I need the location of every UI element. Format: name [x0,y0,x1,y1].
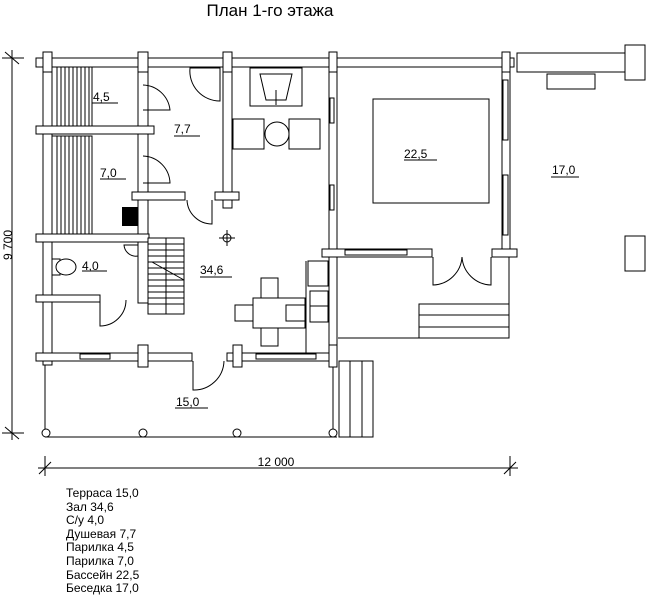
pool [372,98,490,204]
room-label-gazebo: 17,0 [552,163,576,177]
legend-item: Зал 34,6 [66,499,114,514]
room-label-sauna-2: 7,0 [100,166,117,180]
furniture [51,67,329,353]
dimension-vertical: 9 700 [1,50,24,440]
steps [338,253,510,438]
room-label-pool: 22,5 [404,147,428,161]
legend-item: Терраса 15,0 [66,486,139,500]
height-dimension: 9 700 [1,230,15,260]
plan-title: План 1-го этажа [206,1,334,20]
room-label-shower: 7,7 [174,122,191,136]
terrace [41,365,338,438]
legend-item: С/у 4,0 [66,513,105,528]
room-label-hall: 34,6 [200,263,224,277]
shower-cabin-icon [189,67,221,102]
doors [99,84,492,391]
sink-icon [123,244,139,257]
stove-icon [122,207,138,226]
toilet-icon [55,258,77,276]
room-label-terrace: 15,0 [176,395,200,409]
room-legend: Терраса 15,0 Зал 34,6 С/у 4,0 Душевая 7,… [66,486,140,596]
width-dimension: 12 000 [258,455,295,469]
gazebo [516,44,646,272]
legend-item: Беседка 17,0 [66,581,139,596]
legend-item: Парилка 4,5 [66,540,134,555]
room-labels: 4,5 7,7 7,0 4,0 34,6 15,0 22,5 17,0 [82,90,579,409]
legend-item: Парилка 7,0 [66,553,134,568]
staircase [147,237,185,315]
legend-item: Бассейн 22,5 [66,567,140,582]
room-label-sauna-1: 4,5 [93,90,110,104]
dimension-horizontal: 12 000 [38,455,518,476]
cooktop-icon [307,260,329,287]
room-label-wc: 4,0 [82,259,99,273]
walls [35,51,518,368]
legend-item: Душевая 7,7 [66,526,137,541]
sauna-benches [51,66,138,235]
